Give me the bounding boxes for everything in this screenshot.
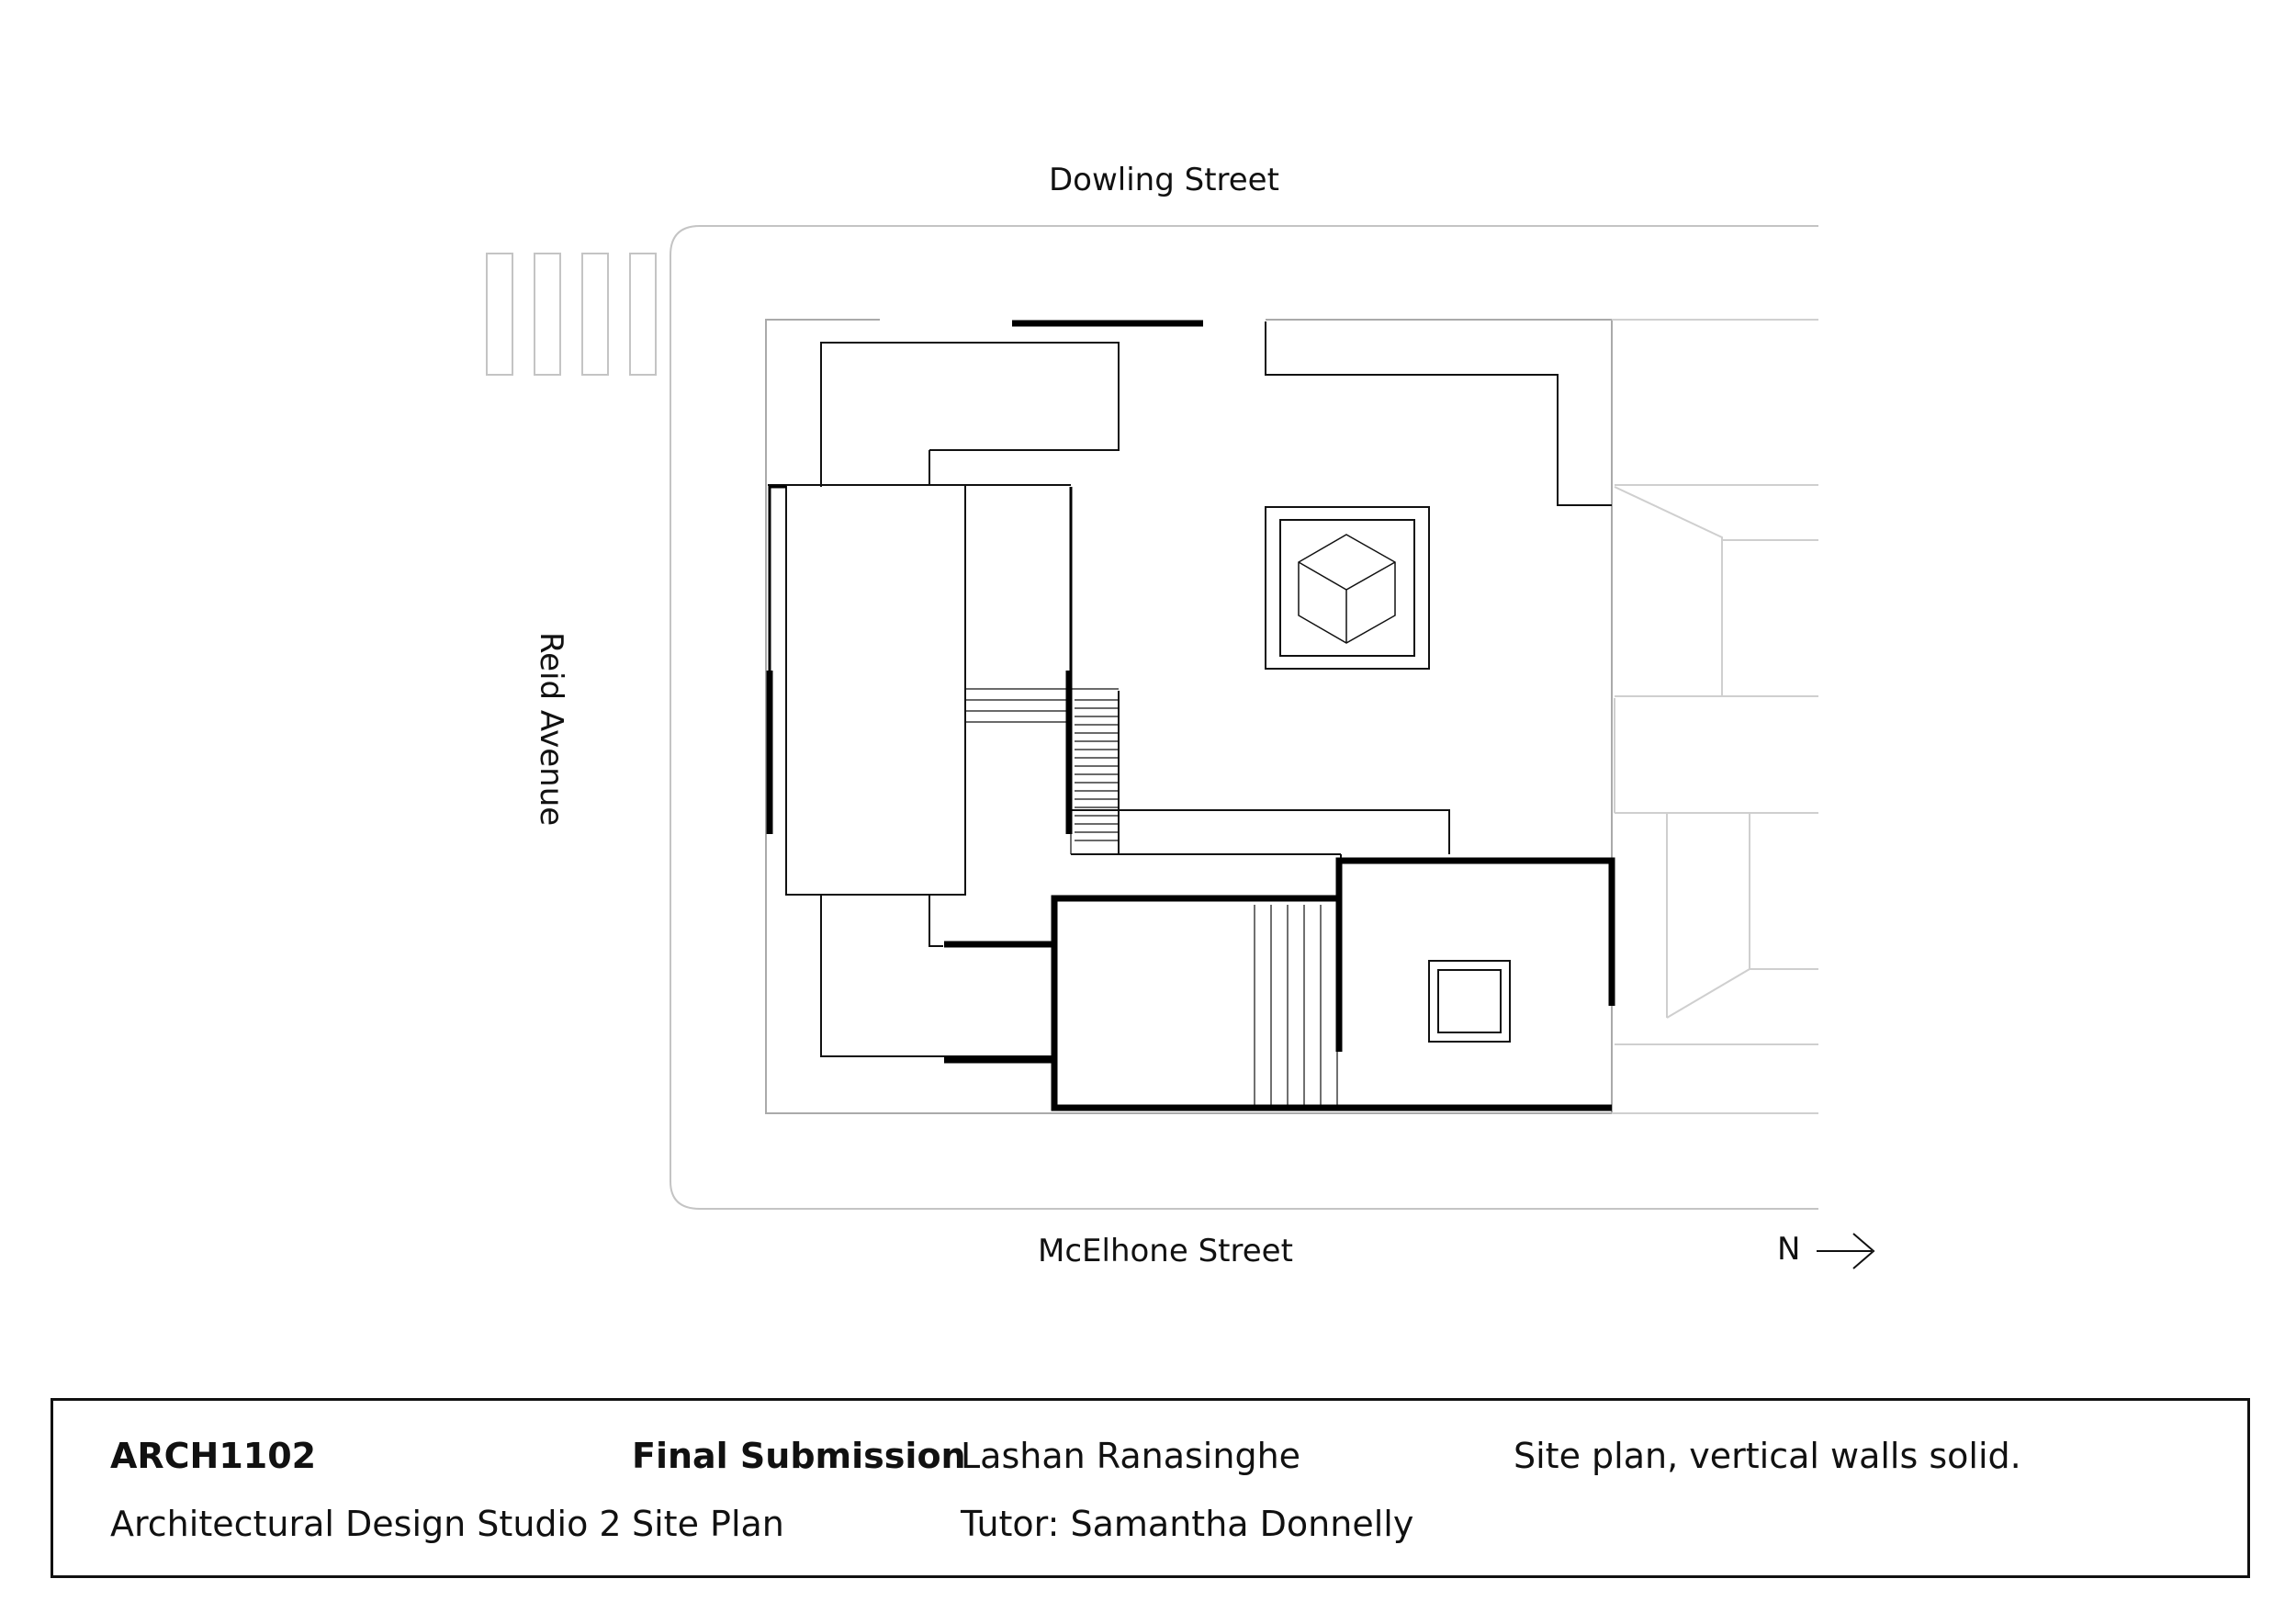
building-outlines: [768, 321, 1612, 1057]
drawing-note: Site plan, vertical walls solid.: [1514, 1436, 2021, 1476]
solid-walls-thin: [768, 485, 1073, 671]
skylight-feature: [1428, 960, 1511, 1043]
submission-type: Final Submission: [632, 1436, 966, 1476]
street-boundary: [670, 225, 1818, 1210]
course-name: Architectural Design Studio 2: [110, 1504, 622, 1544]
course-code: ARCH1102: [110, 1436, 317, 1476]
title-block: ARCH1102 Architectural Design Studio 2 F…: [51, 1398, 2250, 1578]
solid-walls: [766, 320, 1615, 1111]
north-arrow-icon: [1817, 1233, 1875, 1269]
street-label-mcelhone: McElhone Street: [1038, 1233, 1293, 1269]
pedestrian-crossing: [486, 253, 657, 376]
site-boundary: [765, 319, 1818, 1114]
stair-south: [1254, 905, 1338, 1107]
north-label: N: [1777, 1231, 1801, 1268]
tutor-name: Tutor: Samantha Donnelly: [961, 1504, 1414, 1544]
drawing-name: Site Plan: [632, 1504, 784, 1544]
street-label-dowling: Dowling Street: [1049, 162, 1279, 198]
courtyard-cube-feature: [1265, 506, 1430, 670]
student-name: Lashan Ranasinghe: [961, 1436, 1301, 1476]
neighbouring-buildings: [1614, 484, 1818, 1045]
street-label-reid: Reid Avenue: [533, 632, 569, 827]
stair-west: [965, 688, 1119, 854]
